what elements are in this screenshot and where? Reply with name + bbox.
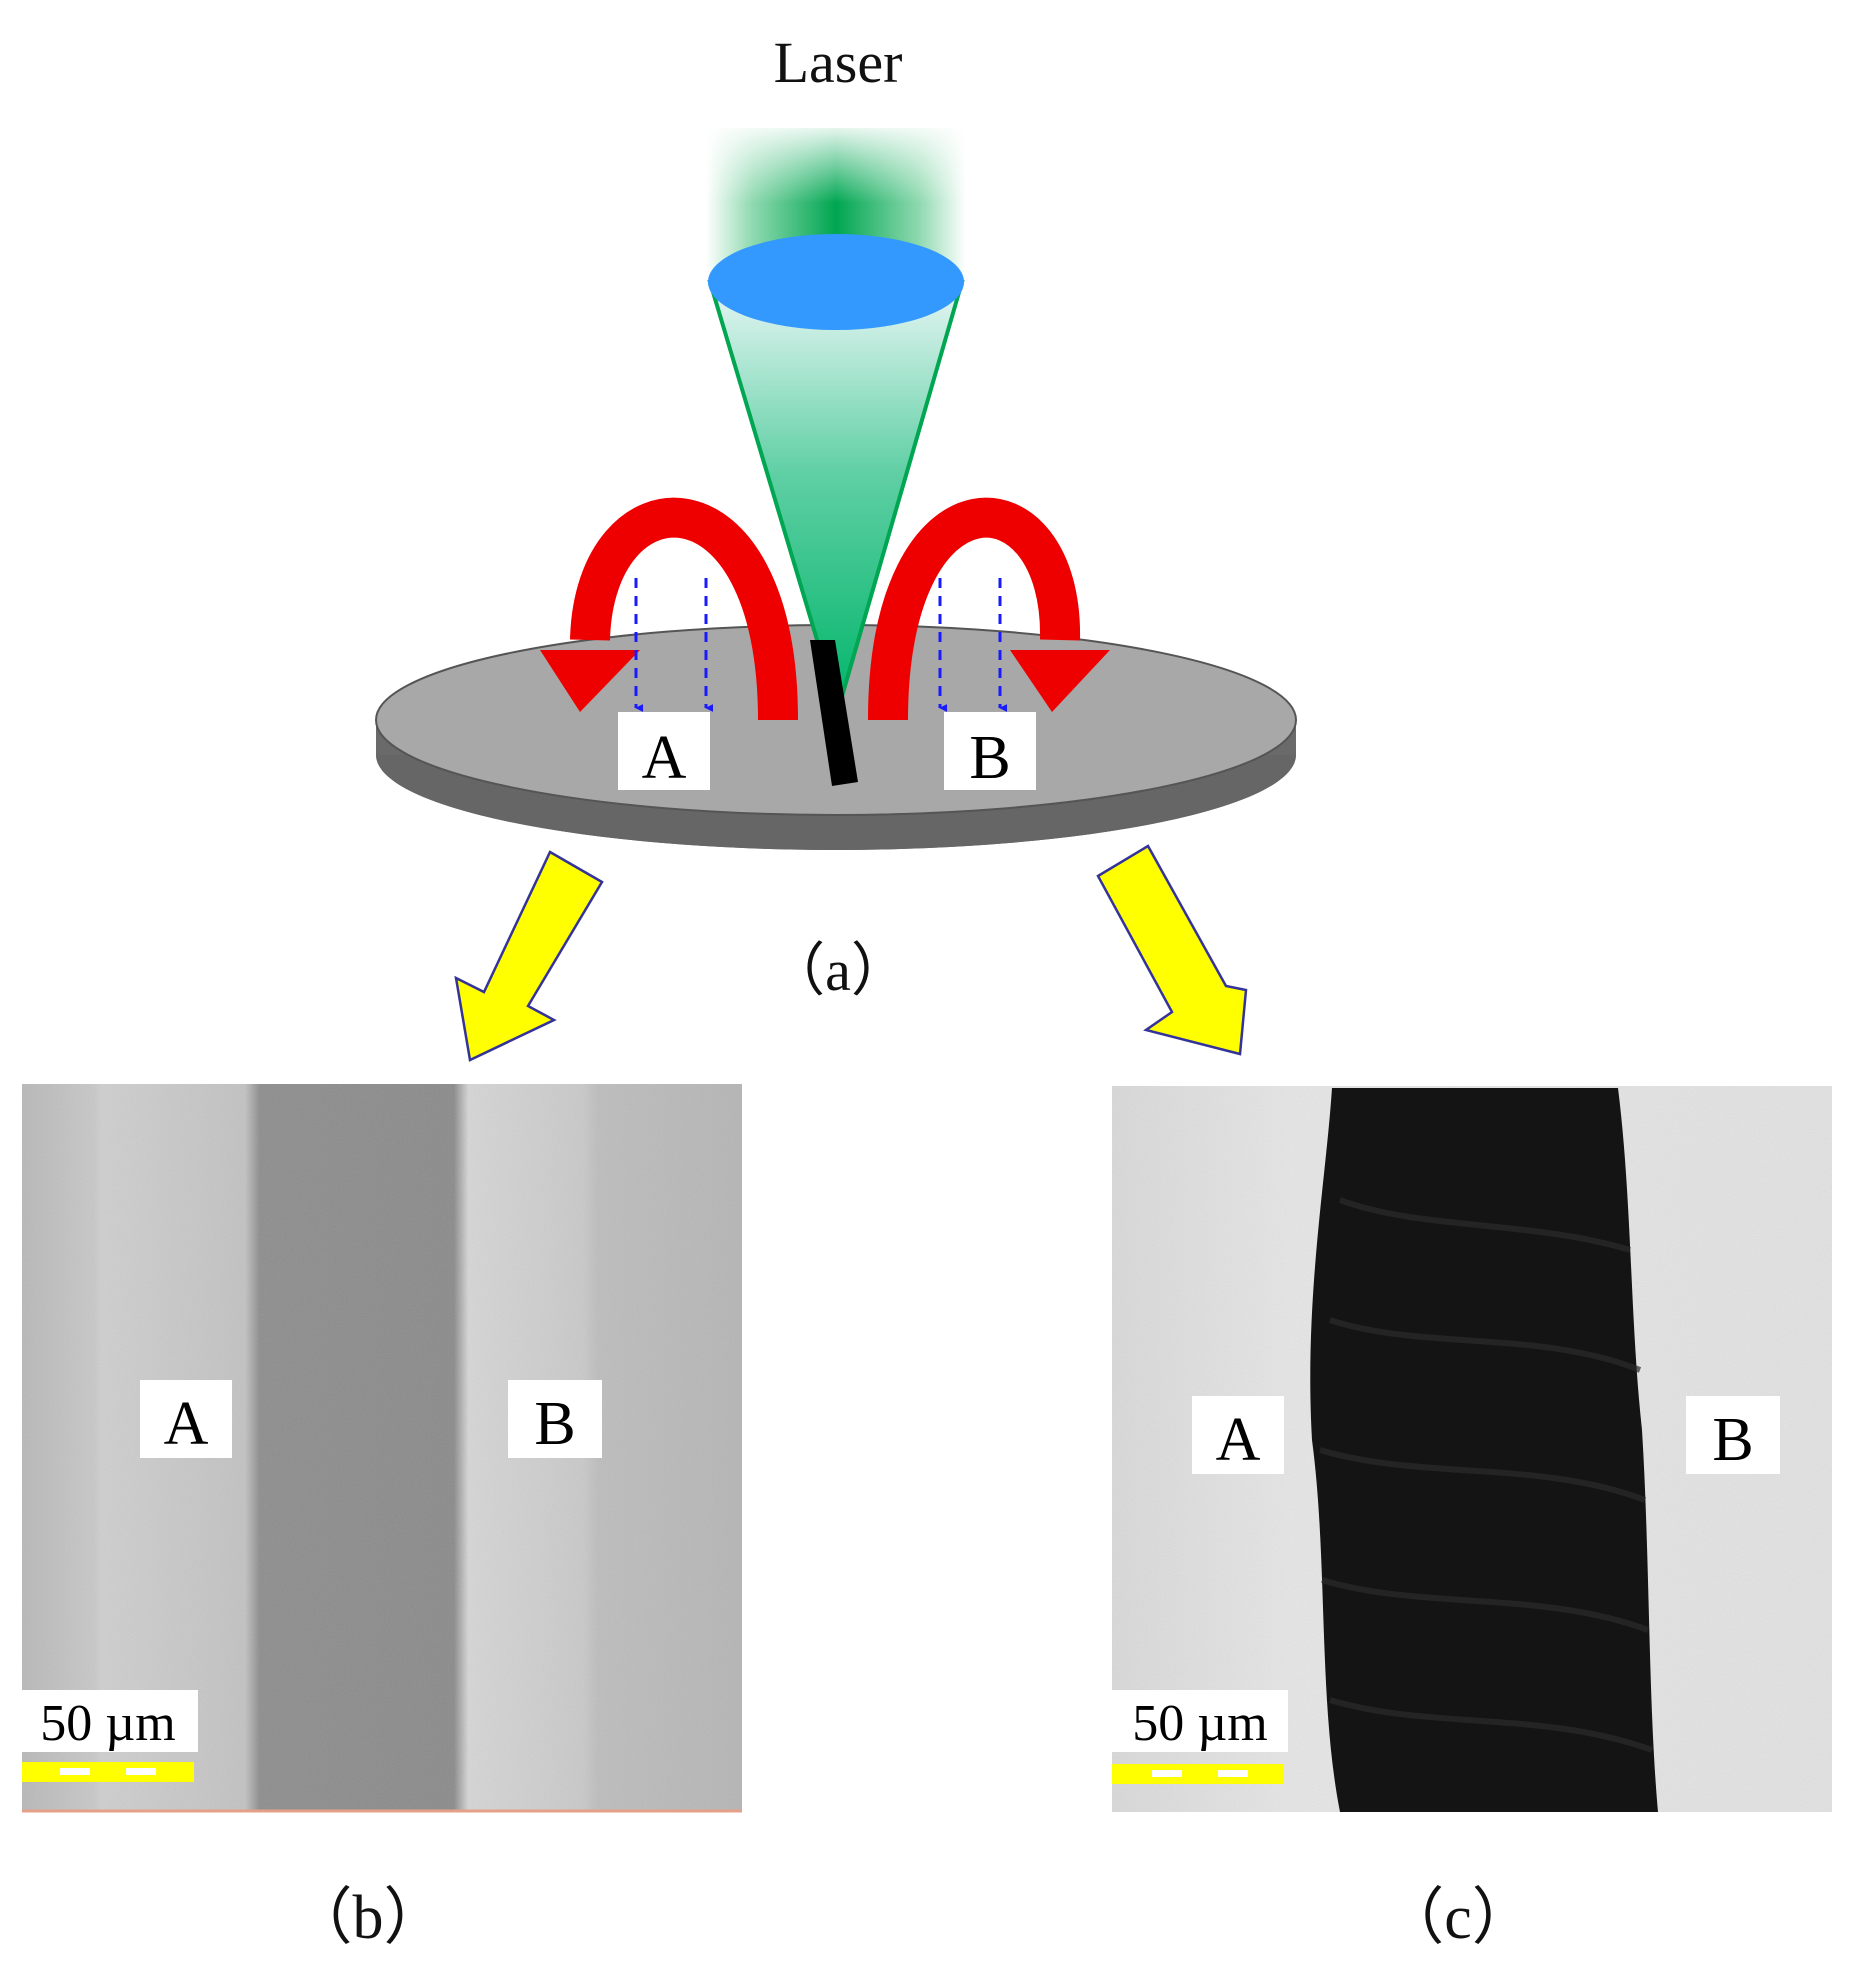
panel-a-caption: （a） — [767, 938, 909, 1003]
yellow-callout-arrow-icon-left — [454, 850, 604, 1062]
focusing-lens — [708, 234, 964, 330]
micrograph-c-region-b-label: B — [1712, 1406, 1753, 1474]
micrograph-b-scale-bar — [22, 1762, 194, 1782]
micrograph-b-region-a-label: A — [164, 1390, 209, 1458]
micrograph-c-scale-label: 50 µm — [1132, 1695, 1267, 1752]
yellow-callout-arrow-icon-right — [1096, 844, 1248, 1056]
region-b-label: B — [969, 724, 1010, 792]
micrograph-c-region-b-box — [1686, 1396, 1780, 1474]
micrograph-c-region-a-label: A — [1216, 1406, 1261, 1474]
region-a-box — [618, 712, 710, 790]
region-b-box — [944, 712, 1036, 790]
curved-red-arrow-icon-right — [868, 497, 1110, 721]
cut-groove — [810, 640, 858, 786]
panel-b-caption: （b） — [290, 1884, 445, 1952]
micrograph-b-region-a-box — [140, 1380, 232, 1458]
micrograph-c-scale-box — [1112, 1690, 1288, 1752]
region-a-label: A — [642, 724, 687, 792]
micrograph-b-region-b-label: B — [534, 1390, 575, 1458]
micrograph-b-region-b-box — [508, 1380, 602, 1458]
micrograph-c-scale-bar — [1112, 1764, 1284, 1784]
micrograph-c-region-a-box — [1192, 1396, 1284, 1474]
dashed-blue-arrow-icon — [634, 578, 1008, 712]
micrograph-b-scale-label: 50 µm — [40, 1695, 175, 1752]
micrograph-b-scale-box — [22, 1690, 198, 1752]
laser-label: Laser — [774, 30, 903, 95]
panel-c-caption: （c） — [1382, 1884, 1534, 1952]
curved-red-arrow-icon-left — [540, 497, 798, 721]
